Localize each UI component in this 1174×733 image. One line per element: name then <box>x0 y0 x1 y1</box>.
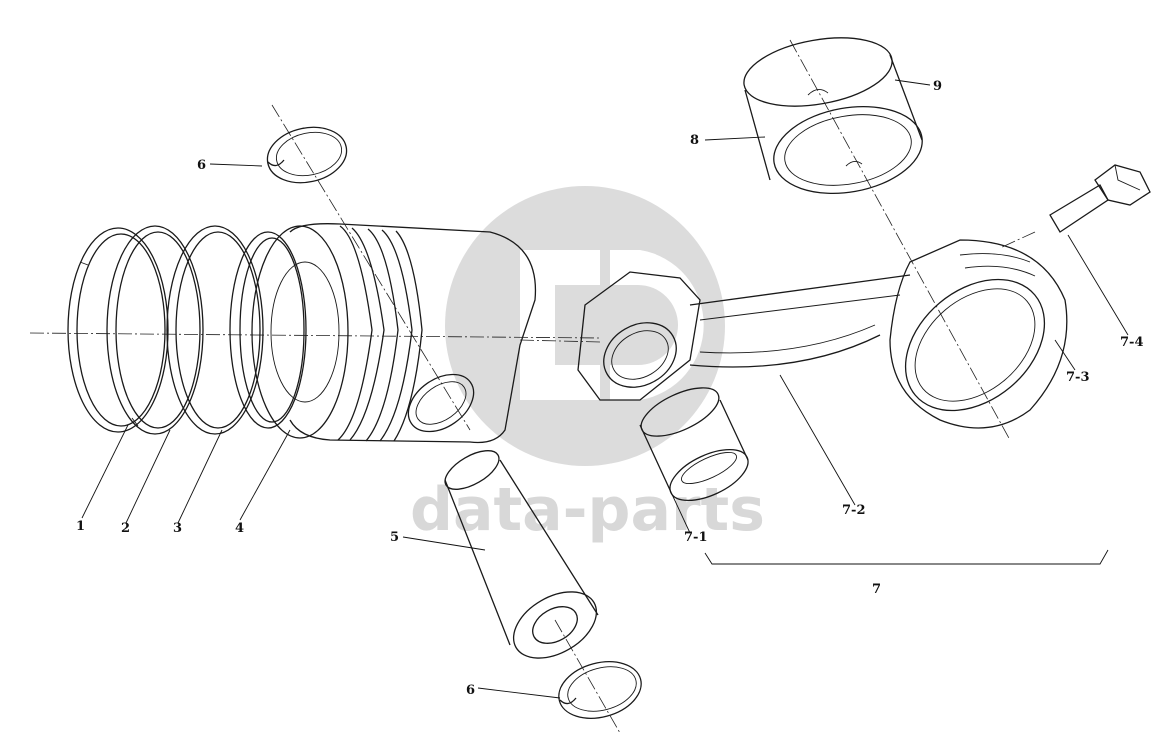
callout-8: 8 <box>690 133 699 148</box>
connecting-rod <box>577 239 1068 429</box>
callout-5: 5 <box>390 530 399 545</box>
piston-pin <box>444 450 599 659</box>
pin-axis-line <box>271 104 471 431</box>
callout-9: 9 <box>933 79 942 94</box>
leader-lines <box>81 79 1129 699</box>
callout-4: 4 <box>235 521 244 536</box>
ring-3 <box>166 225 264 435</box>
bearing-shells <box>743 37 923 195</box>
callout-6-top: 6 <box>197 158 206 173</box>
pin-axis-line-lower <box>554 619 621 733</box>
bushing <box>639 387 749 502</box>
callout-7-3: 7-3 <box>1066 370 1090 385</box>
callout-2: 2 <box>121 521 130 536</box>
watermark-logo-cutout <box>520 250 704 400</box>
ring-1 <box>67 227 169 433</box>
bearing-axis-line <box>789 39 1011 441</box>
piston <box>251 223 537 444</box>
rod-axis-line <box>519 339 601 343</box>
callout-6-bottom: 6 <box>466 683 475 698</box>
callout-1: 1 <box>76 519 85 534</box>
ring-4 <box>229 231 307 429</box>
callout-7-2: 7-2 <box>842 503 866 518</box>
callout-7: 7 <box>872 582 881 597</box>
circlip-top <box>266 126 348 184</box>
circlip-bottom <box>558 661 642 719</box>
callout-7-1: 7-1 <box>684 530 708 545</box>
callouts: 1 2 3 4 5 6 6 7 7-1 7-2 7-3 7-4 8 9 <box>76 79 1144 698</box>
piston-rings <box>67 225 307 435</box>
watermark-text: data-parts <box>410 475 765 545</box>
ring-2 <box>106 225 204 435</box>
watermark: data-parts <box>410 186 765 545</box>
rod-bolt <box>1049 164 1151 233</box>
bolt-axis-line <box>999 231 1036 249</box>
piston-axis-line <box>29 332 601 339</box>
callout-7-4: 7-4 <box>1120 335 1144 350</box>
callout-3: 3 <box>173 521 182 536</box>
